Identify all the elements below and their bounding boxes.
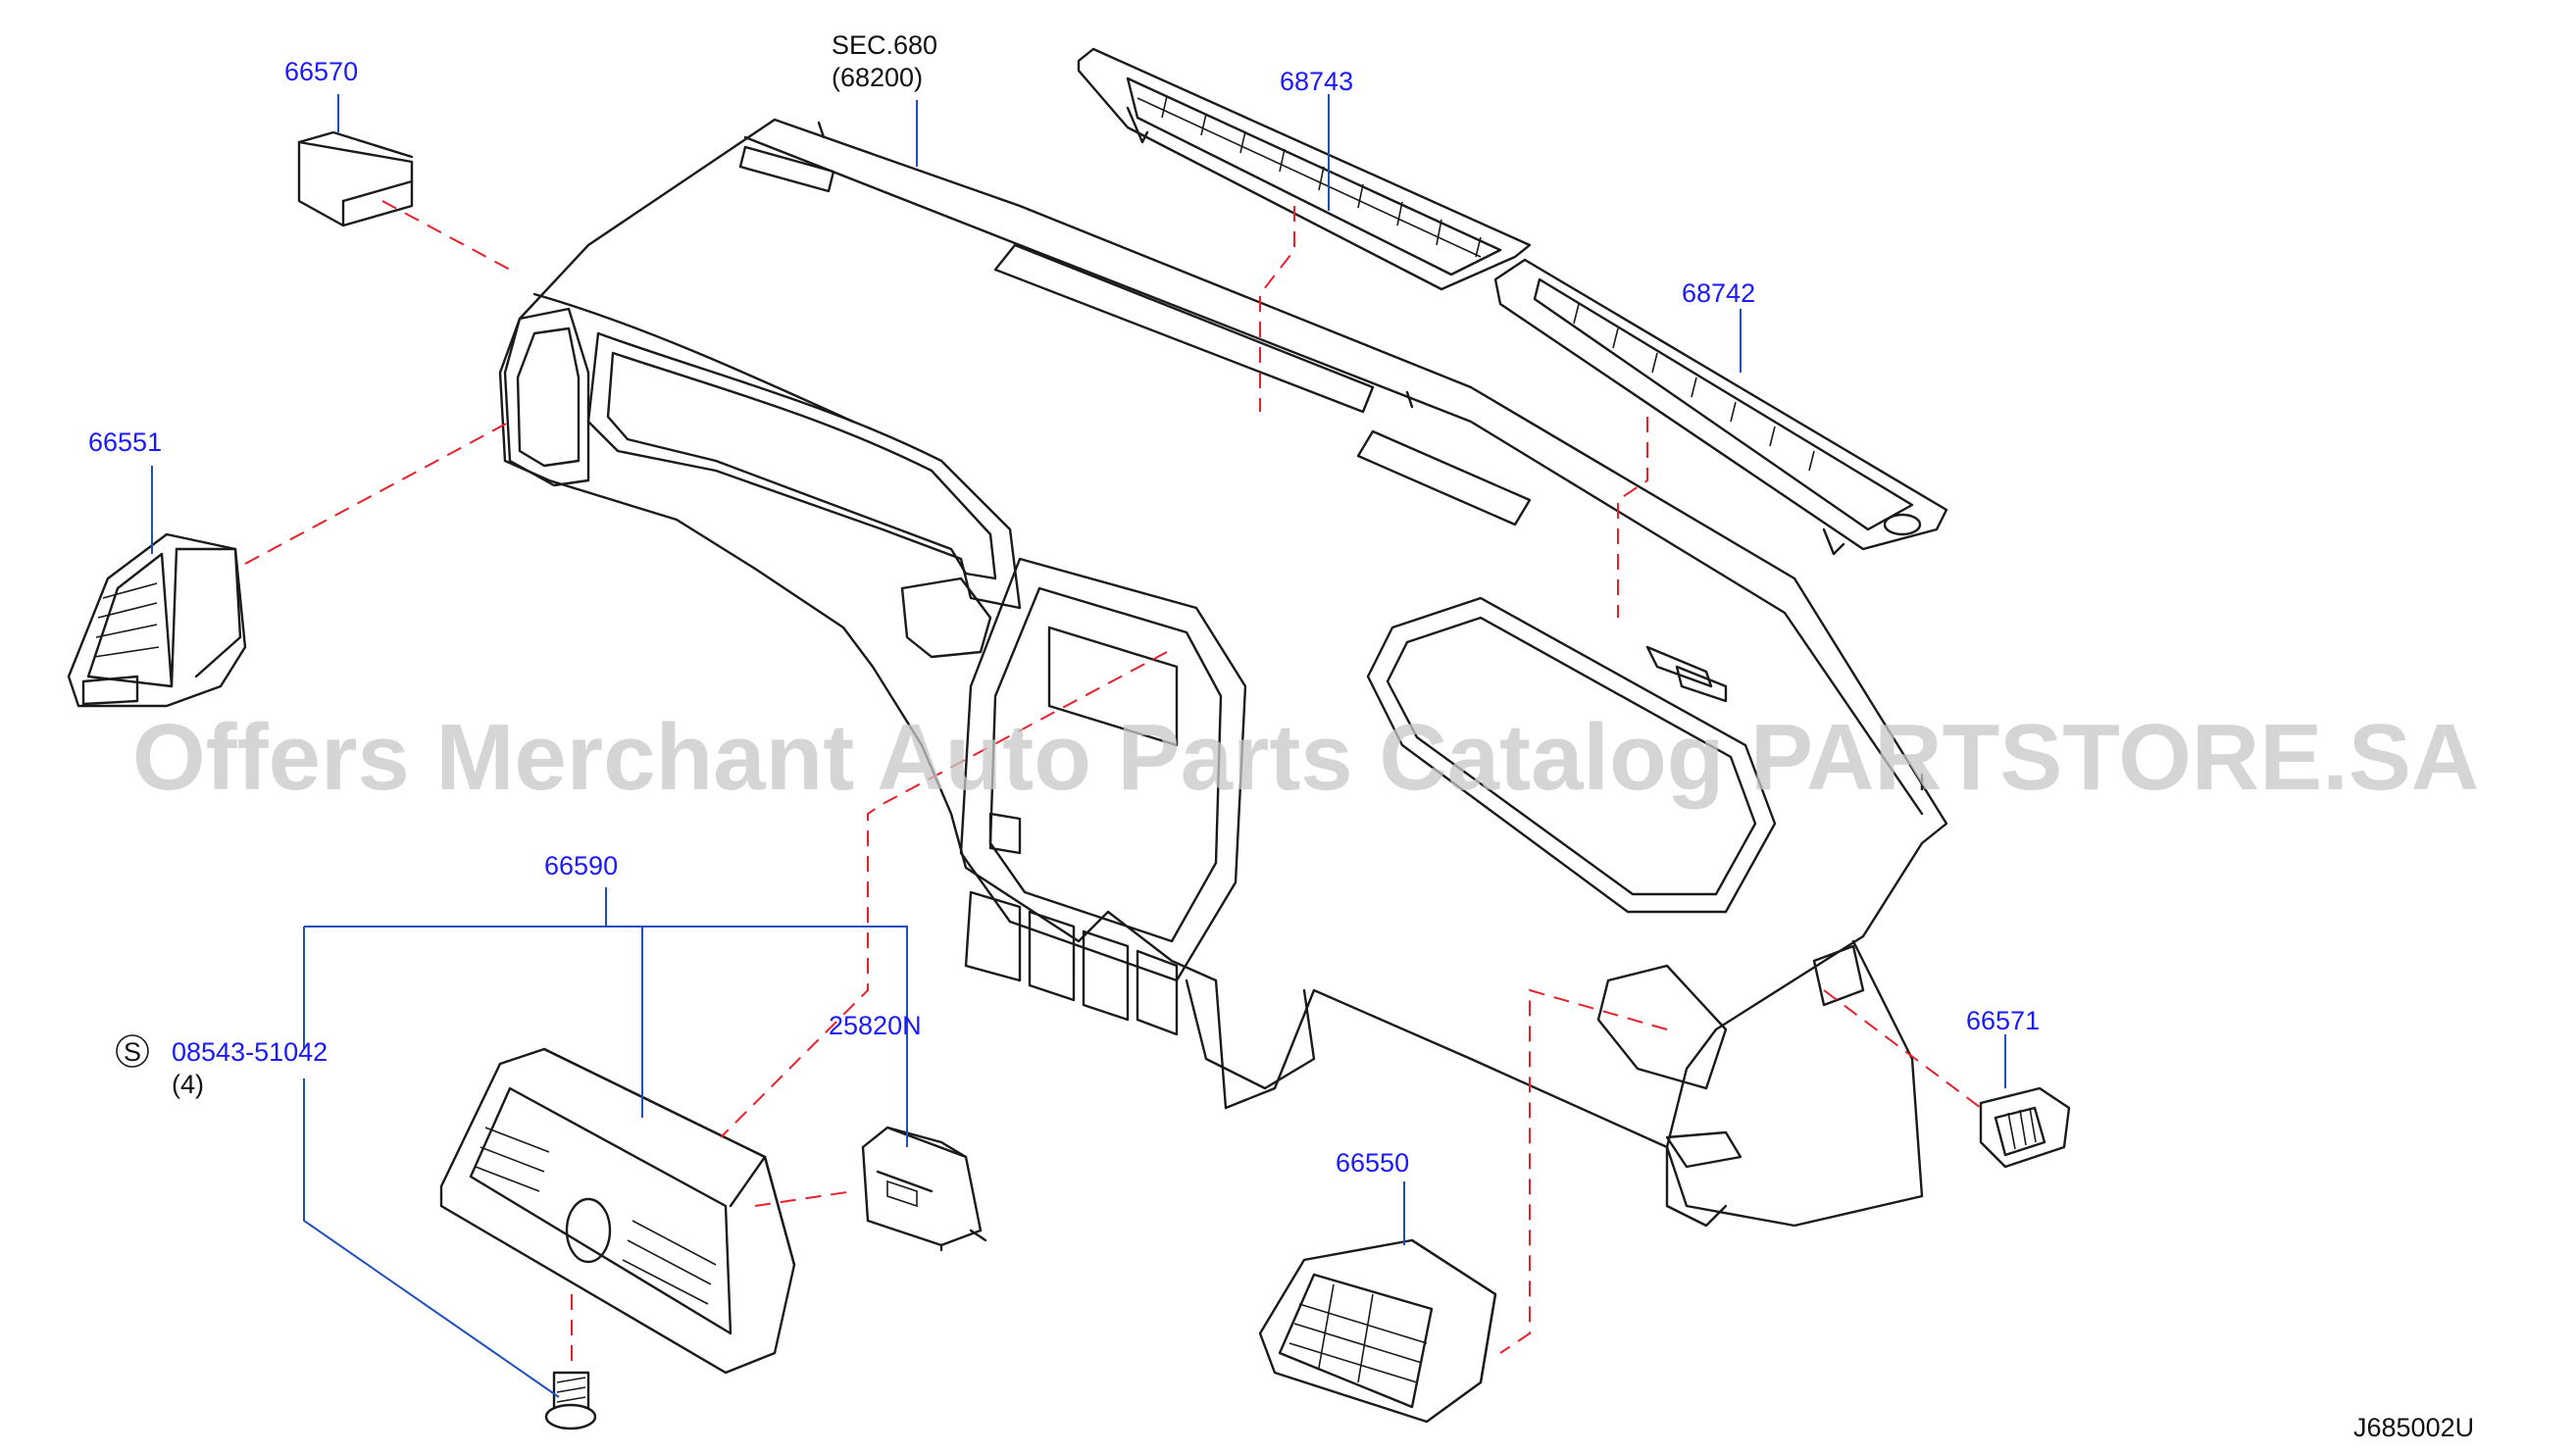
- part-66550-lower-vent: [1258, 1238, 1497, 1424]
- label-68742: 68742: [1682, 278, 1755, 308]
- watermark-text: Offers Merchant Auto Parts Catalog PARTS…: [132, 705, 2479, 810]
- label-66571: 66571: [1966, 1006, 2040, 1035]
- label-screw-qty: (4): [172, 1070, 204, 1099]
- screw-part: [544, 1371, 597, 1430]
- part-66570-duct: [297, 130, 414, 227]
- part-labels: SEC.680 (68200) 66570 68743 68742 66551 …: [88, 30, 2474, 1442]
- part-68742-defroster-grille: [1493, 258, 1948, 556]
- part-66590-center-vent: [439, 1047, 796, 1375]
- screw-symbol-circle: [116, 1034, 149, 1068]
- part-68743-defroster-grille: [1077, 47, 1532, 291]
- label-68743: 68743: [1280, 67, 1353, 96]
- label-66551: 66551: [88, 427, 162, 457]
- label-screw-symbol: S: [124, 1037, 141, 1067]
- part-66571-duct: [1979, 1086, 2071, 1169]
- assembly-dashed-lines: [244, 200, 1982, 1368]
- instrument-panel: [498, 118, 1948, 1228]
- leader-lines: [151, 94, 2006, 1398]
- label-sec-ref-sub: (68200): [832, 63, 923, 92]
- label-66550: 66550: [1336, 1148, 1409, 1178]
- label-screw-part: 08543-51042: [172, 1037, 328, 1067]
- part-66551-side-vent: [67, 532, 247, 708]
- label-25820n: 25820N: [829, 1011, 922, 1040]
- part-25820n-switch: [861, 1126, 987, 1252]
- label-66570: 66570: [284, 57, 358, 86]
- label-sec-ref: SEC.680: [832, 30, 937, 60]
- label-66590: 66590: [544, 851, 618, 880]
- figure-code: J685002U: [2353, 1413, 2474, 1442]
